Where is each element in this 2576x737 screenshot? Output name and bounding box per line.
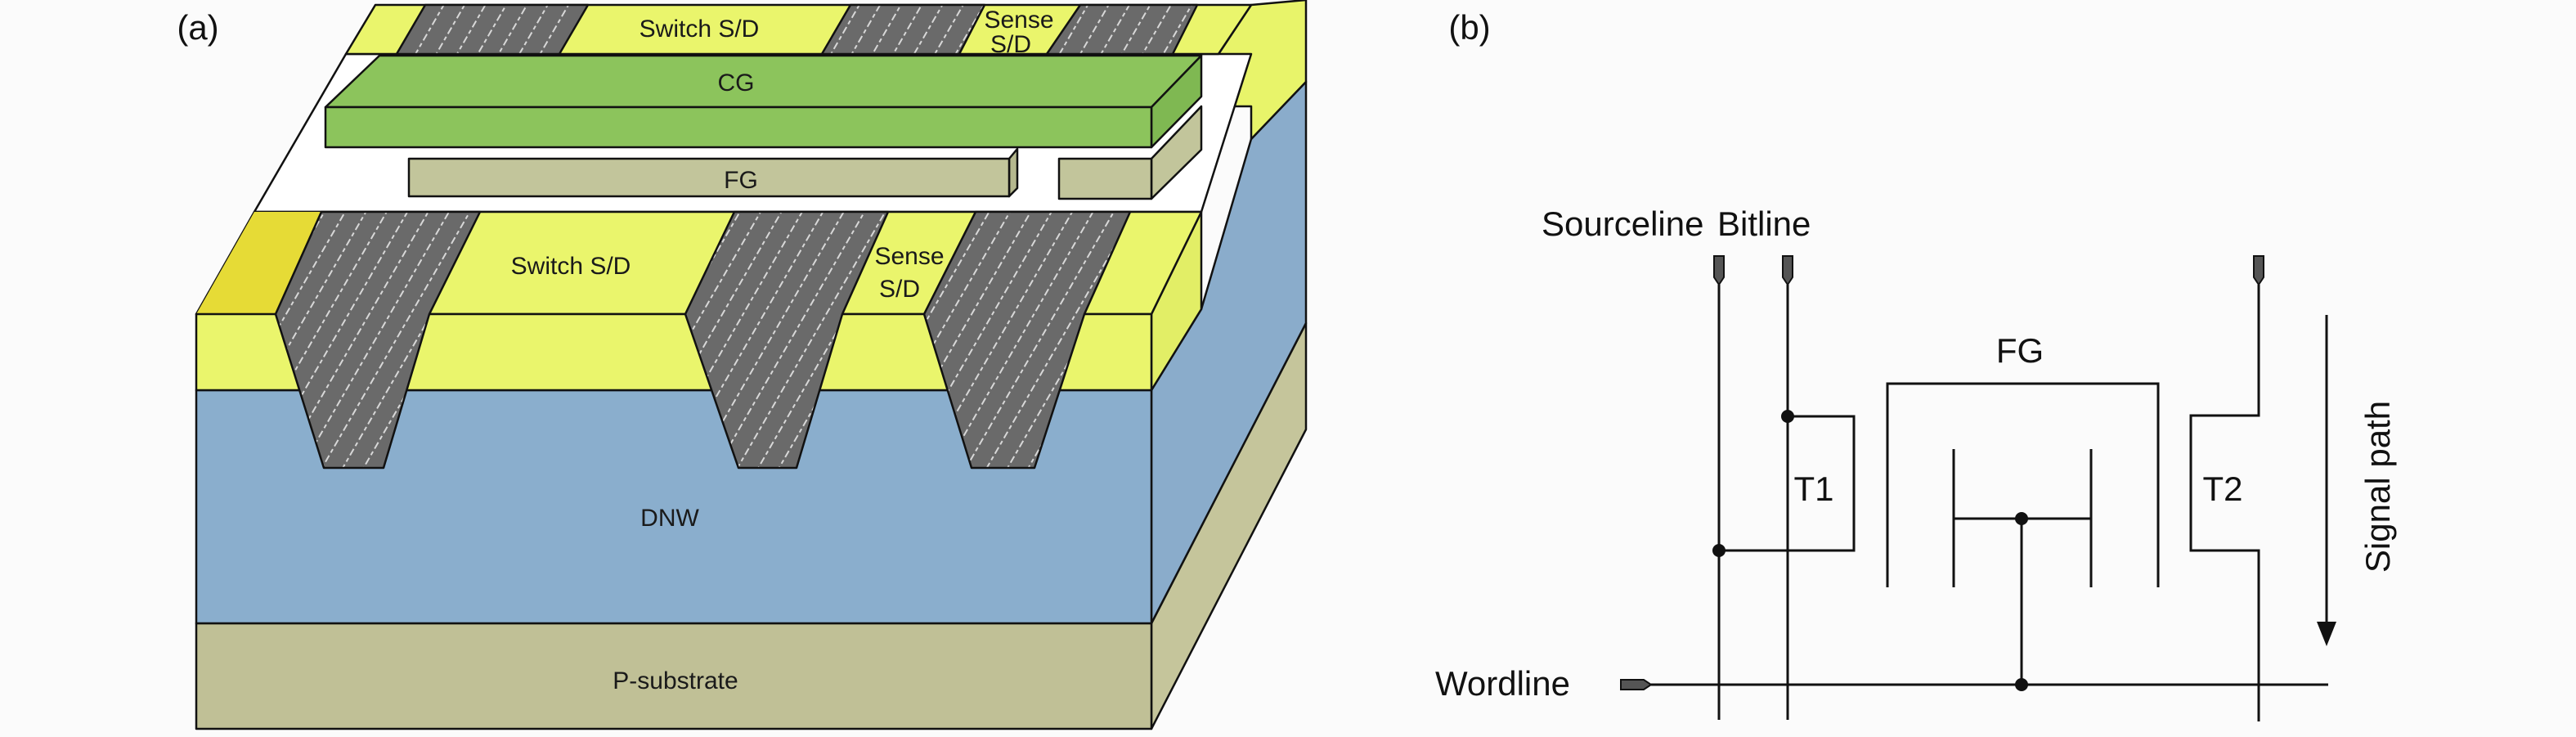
- cg-label: CG: [718, 70, 755, 97]
- top-sti-2: [820, 3, 986, 56]
- t1-label: T1: [1793, 470, 1833, 508]
- t2-label: T2: [2202, 470, 2242, 508]
- sd-corner-patch: [196, 212, 321, 314]
- t1-transistor: [1719, 415, 1856, 552]
- panel-a-label: (a): [177, 8, 218, 47]
- circuit-schematic: (b) Sourceline Bitline FG T1 T2 Wordline…: [1435, 8, 2397, 721]
- top-sense-sd-label-1: Sense: [984, 7, 1053, 34]
- panel-b-label: (b): [1448, 8, 1490, 47]
- bitline-pin-icon: [1782, 255, 1793, 286]
- wordline-pin-icon: [1620, 679, 1653, 690]
- sense-sd-label-2: S/D: [879, 276, 920, 303]
- junction-dot: [1781, 410, 1794, 423]
- fg-small-front: [1057, 157, 1153, 200]
- top-switch-sd-label: Switch S/D: [640, 16, 760, 43]
- fg-circuit-label: FG: [1996, 331, 2044, 370]
- signal-path-label: Signal path: [2358, 401, 2397, 573]
- top-sense-sd-label-2: S/D: [990, 31, 1031, 58]
- arrow-head-icon: [2317, 622, 2336, 646]
- t2-line-pin-icon: [2253, 255, 2264, 286]
- sti-trench-2: [684, 210, 890, 470]
- junction-dot: [2015, 512, 2028, 525]
- t2-transistor: [2189, 285, 2260, 721]
- cg-top-face: [324, 54, 1203, 109]
- top-sti-3: [1045, 3, 1199, 56]
- junction-dot: [2015, 678, 2028, 691]
- substrate-label: P-substrate: [613, 667, 738, 694]
- device-cross-section: (a) Switch S/D Sense S/D CG FG: [177, 0, 1308, 730]
- fg-front-face: [407, 157, 1011, 198]
- top-sti-1: [395, 3, 590, 56]
- sti-trench-3: [922, 210, 1132, 470]
- sti-trench-1: [274, 210, 482, 470]
- substrate-front: [195, 622, 1153, 730]
- bitline-label: Bitline: [1717, 204, 1811, 243]
- cg-front-face: [324, 106, 1153, 149]
- dnw-label: DNW: [640, 505, 699, 532]
- junction-dot: [1712, 544, 1726, 557]
- wordline-label: Wordline: [1435, 664, 1570, 703]
- floating-gate: [1886, 382, 2160, 587]
- switch-sd-label: Switch S/D: [511, 253, 631, 280]
- sense-sd-label-1: Sense: [874, 243, 944, 270]
- fg-side: [1008, 147, 1019, 198]
- fg-label: FG: [724, 167, 758, 194]
- sourceline-label: Sourceline: [1542, 204, 1703, 243]
- sourceline-pin-icon: [1713, 255, 1725, 286]
